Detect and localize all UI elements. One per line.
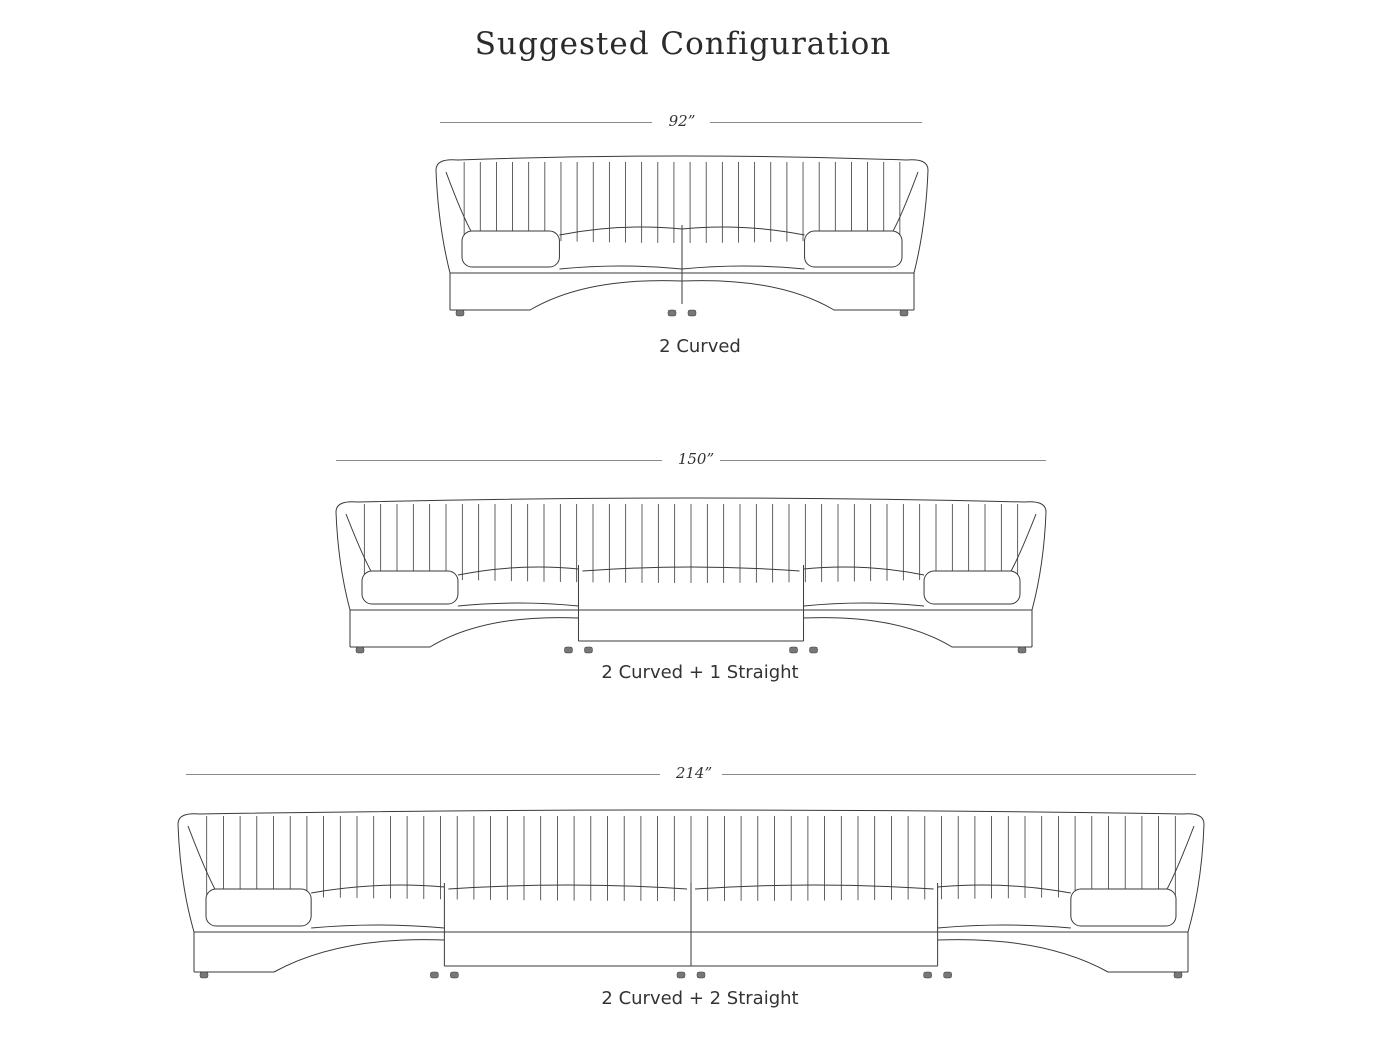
seat-edge-icon [938, 885, 1071, 893]
foot-icon [1018, 647, 1026, 653]
foot-icon [456, 310, 464, 316]
left-arm-inner-icon [188, 826, 216, 891]
base-curve-icon [194, 940, 444, 972]
sofa-2-curved-2-straight [0, 806, 1400, 984]
base-curve-icon [938, 940, 1188, 972]
dimension-92: 92” [440, 112, 922, 132]
backrest-top-icon [436, 156, 928, 170]
foot-icon [1174, 972, 1182, 978]
dimension-label: 150” [677, 450, 715, 468]
seat-edge-icon [682, 227, 805, 235]
right-arm-inner-icon [1166, 826, 1194, 891]
foot-icon [356, 647, 364, 653]
seat-front-edge-icon [938, 925, 1071, 928]
dimension-label: 214” [675, 764, 713, 782]
foot-icon [697, 972, 705, 978]
left-arm-inner-icon [346, 514, 372, 573]
foot-icon [584, 647, 592, 653]
backrest-top-icon [178, 810, 1204, 824]
seat-cushion-icon [924, 571, 1020, 604]
seat-edge-icon [311, 885, 444, 893]
seat-cushion-icon [462, 231, 559, 267]
seat-edge-icon [804, 567, 925, 575]
seat-front-edge-icon [559, 266, 682, 269]
left-arm-icon [336, 512, 350, 610]
config-caption: 2 Curved + 2 Straight [601, 988, 799, 1009]
foot-icon [924, 972, 932, 978]
base-curve-icon [350, 618, 578, 647]
left-arm-icon [178, 824, 194, 932]
foot-icon [430, 972, 438, 978]
foot-icon [677, 972, 685, 978]
seat-top-edge-icon [695, 885, 934, 889]
right-arm-inner-icon [1010, 514, 1036, 573]
foot-icon [564, 647, 572, 653]
base-curve-icon [804, 618, 1032, 647]
foot-icon [944, 972, 952, 978]
seat-front-edge-icon [804, 603, 925, 606]
foot-icon [450, 972, 458, 978]
left-arm-icon [436, 170, 450, 273]
backrest-top-icon [336, 498, 1046, 512]
dimension-label: 92” [668, 112, 696, 130]
right-arm-icon [914, 170, 928, 273]
seat-top-edge-icon [582, 567, 799, 571]
foot-icon [790, 647, 798, 653]
config-caption: 2 Curved [659, 336, 741, 357]
seat-edge-icon [559, 227, 682, 235]
base-curve-icon [682, 281, 914, 310]
seat-cushion-icon [362, 571, 458, 604]
seat-front-edge-icon [682, 266, 805, 269]
sofa-2-curved [0, 152, 1400, 322]
seat-edge-icon [458, 567, 579, 575]
config-caption: 2 Curved + 1 Straight [601, 662, 799, 683]
dimension-150: 150” [336, 450, 1046, 470]
seat-cushion-icon [1071, 889, 1176, 926]
seat-cushion-icon [206, 889, 311, 926]
right-arm-inner-icon [892, 172, 918, 233]
seat-front-edge-icon [458, 603, 579, 606]
page-title: Suggested Configuration [474, 26, 892, 62]
foot-icon [900, 310, 908, 316]
sofa-2-curved-1-straight [0, 494, 1400, 658]
foot-icon [688, 310, 696, 316]
base-curve-icon [450, 281, 682, 310]
foot-icon [200, 972, 208, 978]
right-arm-icon [1032, 512, 1046, 610]
foot-icon [668, 310, 676, 316]
seat-top-edge-icon [448, 885, 687, 889]
right-arm-icon [1188, 824, 1204, 932]
seat-front-edge-icon [311, 925, 444, 928]
left-arm-inner-icon [446, 172, 472, 233]
foot-icon [810, 647, 818, 653]
seat-cushion-icon [805, 231, 902, 267]
dimension-214: 214” [186, 764, 1196, 784]
